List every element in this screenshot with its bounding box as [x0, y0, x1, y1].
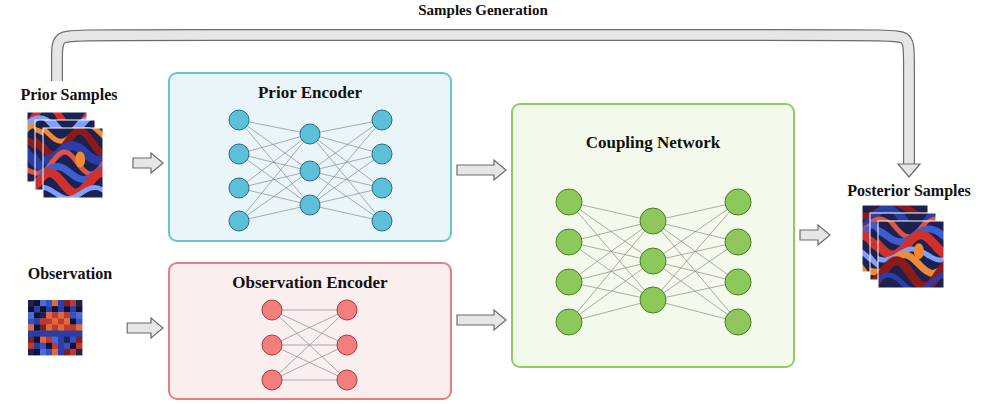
neuron	[725, 229, 751, 255]
neuron	[372, 178, 392, 198]
network-link	[569, 261, 653, 322]
network-link	[272, 310, 347, 380]
node-title: Prior Encoder	[170, 83, 450, 103]
network-link	[310, 120, 382, 205]
network-link	[310, 205, 382, 221]
flow-arrow	[457, 310, 506, 330]
network-link	[239, 120, 310, 171]
neuron	[725, 269, 751, 295]
node-title: Coupling Network	[513, 133, 793, 153]
encoder-box: Prior Encoder	[168, 72, 452, 242]
encoder-box: Observation Encoder	[168, 262, 452, 400]
neuron	[300, 124, 320, 144]
neuron	[372, 211, 392, 231]
network-link	[653, 221, 738, 322]
neuron	[725, 189, 751, 215]
field-image	[43, 128, 103, 198]
sample-group: Prior Samples	[10, 86, 128, 201]
network-link	[310, 134, 382, 154]
sample-group: Posterior Samples	[835, 182, 983, 292]
network-link	[310, 134, 382, 221]
network-link	[272, 345, 347, 380]
flow-arrow	[800, 225, 830, 245]
network-link	[310, 120, 382, 134]
neuron	[300, 161, 320, 181]
neuron	[640, 287, 666, 313]
neuron	[229, 178, 249, 198]
node-title: Observation Encoder	[170, 273, 450, 293]
network-link	[569, 221, 653, 282]
node-title: Posterior Samples	[835, 182, 983, 200]
network-link	[310, 154, 382, 205]
neuron	[229, 144, 249, 164]
node-title: Observation	[18, 265, 122, 283]
network-link	[239, 120, 310, 134]
neuron	[725, 309, 751, 335]
observation-group: Observation	[18, 265, 122, 360]
network-link	[310, 188, 382, 205]
neuron	[337, 370, 357, 390]
sample-stack	[857, 203, 949, 291]
network-link	[239, 171, 310, 188]
neuron	[556, 309, 582, 335]
neuron	[372, 110, 392, 130]
coupling-box: Coupling Network	[511, 103, 795, 368]
neuron	[262, 335, 282, 355]
network-link	[272, 380, 347, 381]
neuron	[262, 370, 282, 390]
network-link	[569, 221, 653, 322]
flow-arrow	[127, 318, 163, 338]
flow-arrow	[457, 160, 506, 180]
network-link	[569, 202, 653, 261]
network-link	[239, 154, 310, 171]
network-link	[239, 134, 310, 188]
network-link	[310, 171, 382, 221]
network-link	[272, 310, 347, 345]
neuron	[556, 269, 582, 295]
flow-arrow	[133, 153, 163, 173]
network-link	[239, 188, 310, 205]
network-link	[239, 134, 310, 221]
neuron	[372, 144, 392, 164]
edge-label: Samples Generation	[414, 2, 552, 19]
neuron	[300, 195, 320, 215]
network-link	[239, 134, 310, 154]
observation-image	[28, 300, 82, 355]
network-link	[272, 310, 347, 380]
neuron	[337, 300, 357, 320]
neuron	[556, 229, 582, 255]
network-link	[272, 310, 347, 311]
sample-stack	[22, 105, 108, 199]
neuron	[262, 300, 282, 320]
node-title: Prior Samples	[10, 86, 128, 104]
network-link	[272, 310, 347, 345]
network-link	[653, 242, 738, 300]
network-link	[310, 120, 382, 171]
neuron	[337, 335, 357, 355]
network-link	[239, 205, 310, 221]
neuron	[229, 211, 249, 231]
neuron	[556, 189, 582, 215]
network-link	[272, 345, 347, 380]
neuron	[640, 248, 666, 274]
field-image	[878, 221, 944, 288]
network-link	[239, 120, 310, 205]
network-link	[653, 202, 738, 261]
neuron	[229, 110, 249, 130]
neuron	[640, 208, 666, 234]
network-link	[239, 171, 310, 221]
